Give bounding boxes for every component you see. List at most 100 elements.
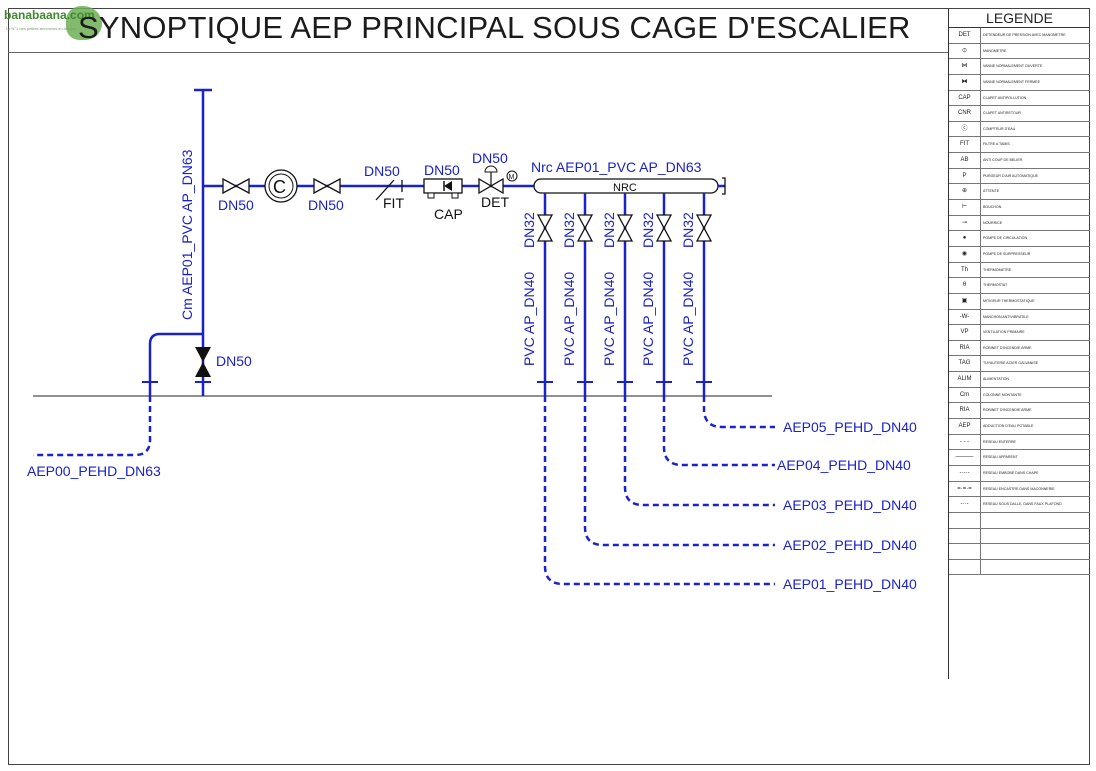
legend-symbol: VP	[949, 325, 981, 340]
branch-out-label: AEP02_PEHD_DN40	[783, 537, 917, 553]
legend-row: ⋈VANNE NORMALEMENT OUVERTE	[949, 59, 1090, 75]
legend-text: THERMOMETRE	[983, 267, 1012, 272]
valve2-icon	[313, 177, 329, 195]
branch-valve-icon	[616, 214, 634, 230]
legend-text: TUYAUTERIE ACIER GALVANISE	[983, 361, 1039, 366]
legend-symbol: DET	[949, 28, 981, 43]
legend-row: -·-·-RESEAU EMBOBE DANS CHAPE	[949, 465, 1090, 482]
filter-dn: DN50	[364, 163, 400, 179]
valve1-icon-right	[234, 177, 250, 195]
valve1-label: DN50	[218, 197, 254, 213]
legend-row: =·=·=RESEAU ENCASTRE DANS MACONNERIE	[949, 481, 1090, 498]
legend-symbol	[949, 559, 981, 575]
branch-valve-icon	[655, 214, 673, 230]
cap-icon	[423, 178, 463, 194]
legend-border-tail	[948, 572, 949, 679]
legend-text: RESEAU SOUS DALLE, DANS FAUX PLAFOND	[983, 502, 1062, 507]
legend-symbol: FIT	[949, 137, 981, 153]
legend-row: ⧓VANNE NORMALEMENT FERMEE	[949, 74, 1090, 91]
legend-symbol: -··-	[949, 497, 981, 512]
piping-diagram: DN50 Cm AEP01_PVC AP_DN63 AEP00_PEHD_DN6…	[27, 88, 917, 592]
watermark-logo: banabaana.com Le N°1 des petites annonce…	[2, 4, 102, 44]
supply-connection	[148, 332, 203, 396]
legend-text: ADDUCTION D'EAU POTABLE	[983, 424, 1034, 429]
branch-dn-label: DN32	[680, 212, 696, 248]
legend-symbol: -W-	[949, 309, 981, 325]
legend-text: DETENDEUR DE PRESSION AVEC MANOMETRE	[983, 33, 1066, 37]
branch-pipe-label: PVC AP_DN40	[561, 272, 577, 366]
legend-row: ⊙MANOMETRE	[949, 43, 1090, 60]
legend-symbol: ◉	[949, 246, 981, 262]
legend-text: MITIGEUR THERMOSTATIQUE	[983, 298, 1035, 303]
legend-symbol: - - -	[949, 434, 981, 450]
legend-symbol	[949, 528, 981, 544]
title-divider	[8, 52, 948, 53]
diagram-title: SYNOPTIQUE AEP PRINCIPAL SOUS CAGE D'ESC…	[78, 10, 911, 45]
legend-symbol	[949, 512, 981, 528]
vertical-valve-label: DN50	[216, 353, 252, 369]
branch-pipe-label: PVC AP_DN40	[680, 272, 696, 366]
legend-symbol: AB	[949, 153, 981, 168]
supply-underground	[33, 396, 152, 457]
legend-text: POMPE DE SURPRESSEUR	[983, 251, 1031, 256]
branch-valve-icon-lower	[695, 226, 713, 242]
logo-name: banabaana.com	[4, 8, 95, 22]
branch-pipe-label: PVC AP_DN40	[521, 272, 537, 366]
legend-text: RESEAU EMBOBE DANS CHAPE	[983, 470, 1039, 475]
legend-text: RESEAU ENTERRE	[983, 439, 1016, 444]
legend-symbol: ⧓	[949, 74, 981, 90]
legend-text: ROBINET D'INCENDIE ARME	[983, 345, 1032, 350]
cap-check	[444, 181, 452, 191]
legend-row: ◉POMPE DE SURPRESSEUR	[949, 246, 1090, 263]
legend-text: BOUCHON	[983, 205, 1002, 210]
legend-symbol: ALIM	[949, 372, 981, 387]
legend-symbol: Th	[949, 262, 981, 278]
branch-underground	[583, 396, 775, 547]
legend-symbol: ———	[949, 450, 981, 465]
valve1-icon	[222, 177, 238, 195]
legend-row: ⊢BOUCHON	[949, 200, 1090, 216]
legend-row	[949, 544, 1090, 560]
manifold-box-label: NRC	[613, 182, 637, 194]
legend-text: COMPTEUR D'EAU	[983, 126, 1016, 131]
branch-underground	[662, 396, 775, 467]
legend-symbol: P	[949, 168, 981, 184]
filter-icon	[375, 179, 395, 201]
legend-text: ATTENTE	[983, 189, 1000, 194]
legend-text: CLAPET ANTIPOLLUTION	[983, 95, 1027, 100]
branch-out-label: AEP01_PEHD_DN40	[783, 576, 917, 592]
legend-text: CLAPET ANTIRETOUR	[983, 111, 1022, 116]
legend-text: MANOMETRE	[983, 48, 1007, 53]
legend-symbol: RIA	[949, 403, 981, 419]
branch-valve-icon	[536, 214, 554, 230]
gauge-icon	[506, 170, 518, 182]
det-dn: DN50	[472, 150, 508, 166]
riser-label: Cm AEP01_PVC AP_DN63	[179, 149, 195, 320]
branch-out-label: AEP03_PEHD_DN40	[783, 497, 917, 513]
valve2-icon-right	[325, 177, 341, 195]
water-meter-icon	[264, 169, 298, 203]
det-m-label: M	[509, 174, 515, 181]
supply-label: AEP00_PEHD_DN63	[27, 463, 161, 479]
legend-text: NOURRICE	[983, 220, 1003, 225]
legend-text: VANNE NORMALEMENT OUVERTE	[983, 64, 1043, 69]
legend-symbol: θ	[949, 278, 981, 293]
filter-label: FIT	[383, 195, 404, 211]
legend-row: ———RESEAU APPARENT	[949, 450, 1090, 466]
legend-text: COLONNE MONTANTE	[983, 392, 1022, 397]
legend-symbol: ⊕	[949, 184, 981, 200]
legend-symbol: CAP	[949, 90, 981, 106]
legend-row: - - -RESEAU ENTERRE	[949, 434, 1090, 451]
branch-valve-icon-lower	[655, 226, 673, 242]
valve2-label: DN50	[308, 197, 344, 213]
cap-label: CAP	[434, 206, 463, 222]
